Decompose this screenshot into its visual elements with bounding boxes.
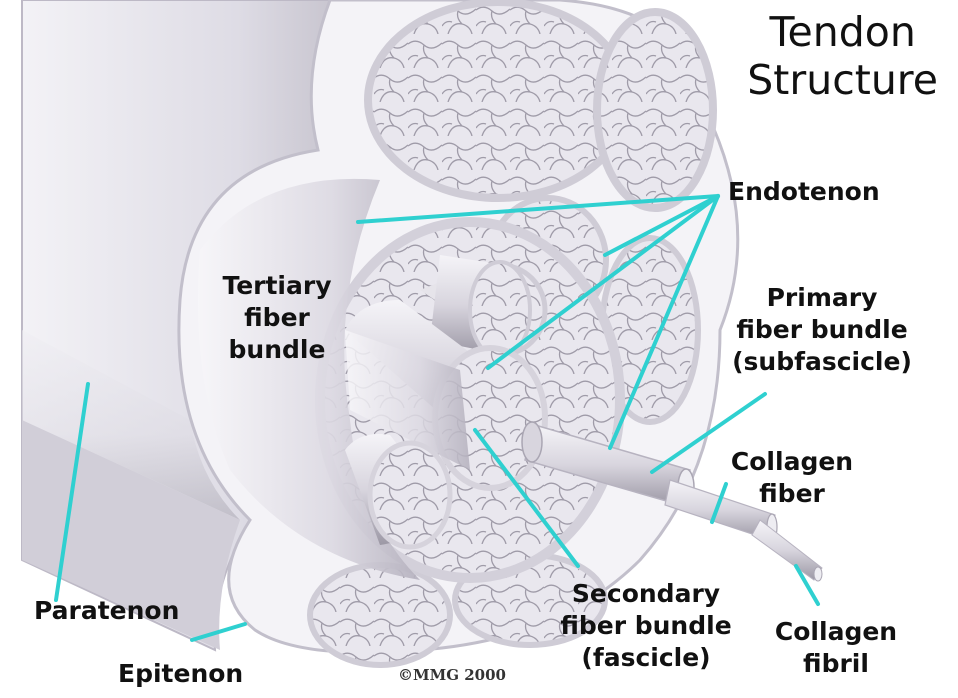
title-line-2: Structure bbox=[747, 56, 938, 104]
label-primary-line-2: fiber bundle bbox=[732, 314, 912, 346]
label-tertiary-line-3: bundle bbox=[212, 334, 342, 366]
label-tertiary-line-2: fiber bbox=[212, 302, 342, 334]
label-secondary-line-2: fiber bundle bbox=[546, 610, 746, 642]
diagram-title: Tendon Structure bbox=[747, 8, 938, 104]
label-primary-line-1: Primary bbox=[732, 282, 912, 314]
label-collagen-fibril-line-2: fibril bbox=[766, 648, 906, 680]
label-secondary-line-3: (fascicle) bbox=[546, 642, 746, 674]
title-line-1: Tendon bbox=[747, 8, 938, 56]
label-tertiary-line-1: Tertiary bbox=[212, 270, 342, 302]
label-secondary-line-1: Secondary bbox=[546, 578, 746, 610]
collagen-fibril-tube bbox=[752, 520, 822, 580]
label-collagen-fibril: Collagen fibril bbox=[766, 616, 906, 680]
label-collagen-fiber-line-1: Collagen bbox=[722, 446, 862, 478]
label-secondary-fiber-bundle: Secondary fiber bundle (fascicle) bbox=[546, 578, 746, 674]
label-primary-fiber-bundle: Primary fiber bundle (subfascicle) bbox=[732, 282, 912, 378]
label-endotenon: Endotenon bbox=[728, 176, 880, 208]
label-paratenon: Paratenon bbox=[34, 595, 179, 627]
label-collagen-fiber-line-2: fiber bbox=[722, 478, 862, 510]
label-collagen-fiber: Collagen fiber bbox=[722, 446, 862, 510]
label-collagen-fibril-line-1: Collagen bbox=[766, 616, 906, 648]
label-tertiary-fiber-bundle: Tertiary fiber bundle bbox=[212, 270, 342, 366]
label-epitenon: Epitenon bbox=[118, 658, 243, 690]
copyright-notice: ©MMG 2000 bbox=[398, 666, 506, 684]
label-primary-line-3: (subfascicle) bbox=[732, 346, 912, 378]
